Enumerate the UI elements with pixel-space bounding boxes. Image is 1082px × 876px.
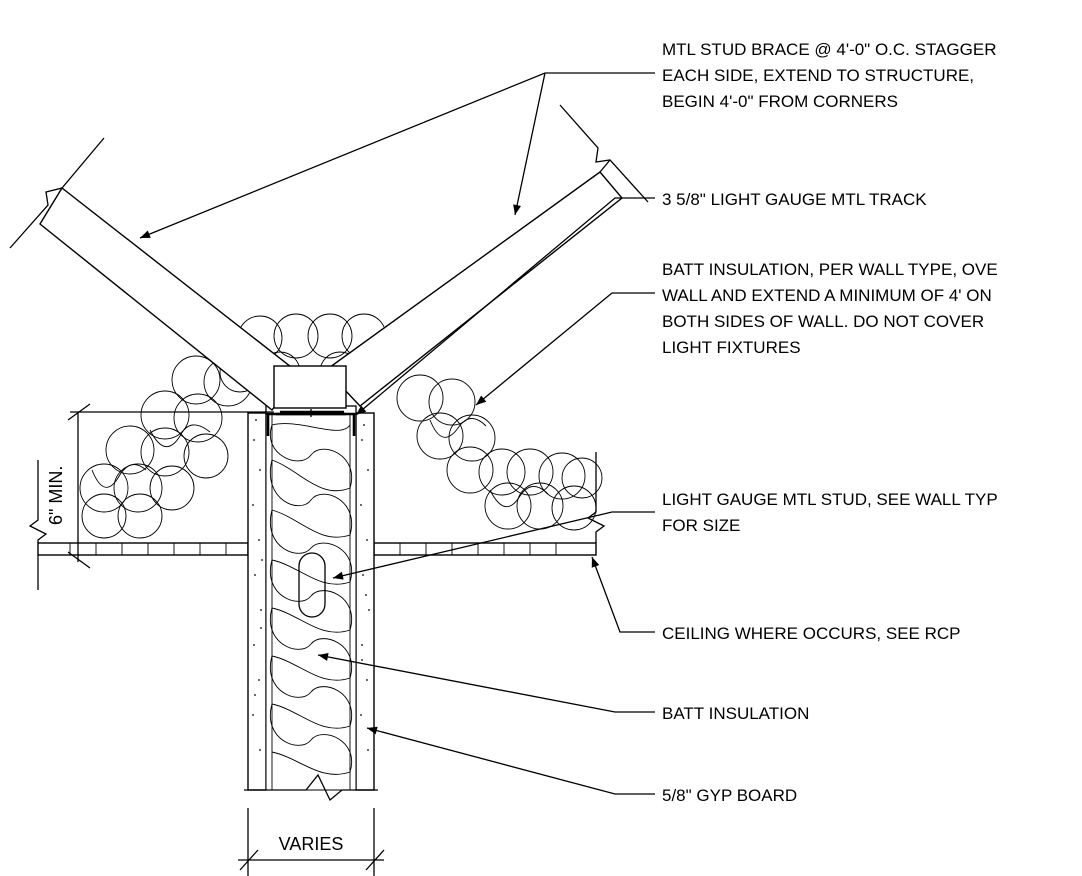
svg-text:BOTH SIDES OF WALL. DO NOT COV: BOTH SIDES OF WALL. DO NOT COVER (662, 312, 984, 331)
note-ceiling: CEILING WHERE OCCURS, SEE RCP (662, 624, 961, 643)
gyp-hatch (252, 419, 370, 751)
note-stud: LIGHT GAUGE MTL STUD, SEE WALL TYP FOR S… (662, 490, 998, 535)
svg-text:5/8" GYP BOARD: 5/8" GYP BOARD (662, 786, 797, 805)
svg-text:BATT INSULATION, PER WALL TYPE: BATT INSULATION, PER WALL TYPE, OVE (662, 260, 998, 279)
svg-text:WALL AND EXTEND A MINIMUM OF 4: WALL AND EXTEND A MINIMUM OF 4' ON (662, 286, 992, 305)
wall-batt (269, 423, 353, 775)
svg-text:FOR SIZE: FOR SIZE (662, 516, 740, 535)
dim-6in-min (67, 403, 274, 569)
stud-brace-left (9, 137, 301, 411)
ceiling-break-right (586, 452, 606, 543)
svg-text:BEGIN 4'-0" FROM CORNERS: BEGIN 4'-0" FROM CORNERS (662, 92, 898, 111)
note-batt-over-wall: BATT INSULATION, PER WALL TYPE, OVE WALL… (662, 260, 998, 357)
svg-text:EACH SIDE, EXTEND TO STRUCTURE: EACH SIDE, EXTEND TO STRUCTURE, (662, 66, 974, 85)
ceiling-batt-right (396, 374, 603, 531)
ceiling-batt-left (79, 355, 253, 539)
note-gyp: 5/8" GYP BOARD (662, 786, 797, 805)
svg-text:3 5/8" LIGHT GAUGE MTL TRACK: 3 5/8" LIGHT GAUGE MTL TRACK (662, 190, 927, 209)
dim-label-varies: VARIES (279, 834, 344, 854)
note-brace: MTL STUD BRACE @ 4'-0" O.C. STAGGER EACH… (662, 40, 996, 111)
dim-label-6in-min: 6" MIN. (46, 466, 66, 525)
svg-text:LIGHT GAUGE MTL STUD, SEE WALL: LIGHT GAUGE MTL STUD, SEE WALL TYP (662, 490, 998, 509)
svg-text:LIGHT FIXTURES: LIGHT FIXTURES (662, 338, 801, 357)
ceiling-break-left (28, 460, 48, 543)
stud-brace-right (324, 104, 649, 407)
note-track: 3 5/8" LIGHT GAUGE MTL TRACK (662, 190, 927, 209)
svg-text:CEILING WHERE OCCURS, SEE RCP: CEILING WHERE OCCURS, SEE RCP (662, 624, 961, 643)
dim-varies (238, 808, 385, 876)
ceiling-right (373, 542, 597, 556)
ceiling-left (37, 542, 249, 590)
svg-text:MTL STUD BRACE @ 4'-0" O.C. ST: MTL STUD BRACE @ 4'-0" O.C. STAGGER (662, 40, 996, 59)
note-batt: BATT INSULATION (662, 704, 809, 723)
stud-knockout (298, 552, 326, 618)
brace-junction-block (273, 365, 347, 409)
svg-text:BATT INSULATION: BATT INSULATION (662, 704, 809, 723)
leader-lines (139, 72, 655, 795)
wall-assembly (244, 405, 378, 802)
